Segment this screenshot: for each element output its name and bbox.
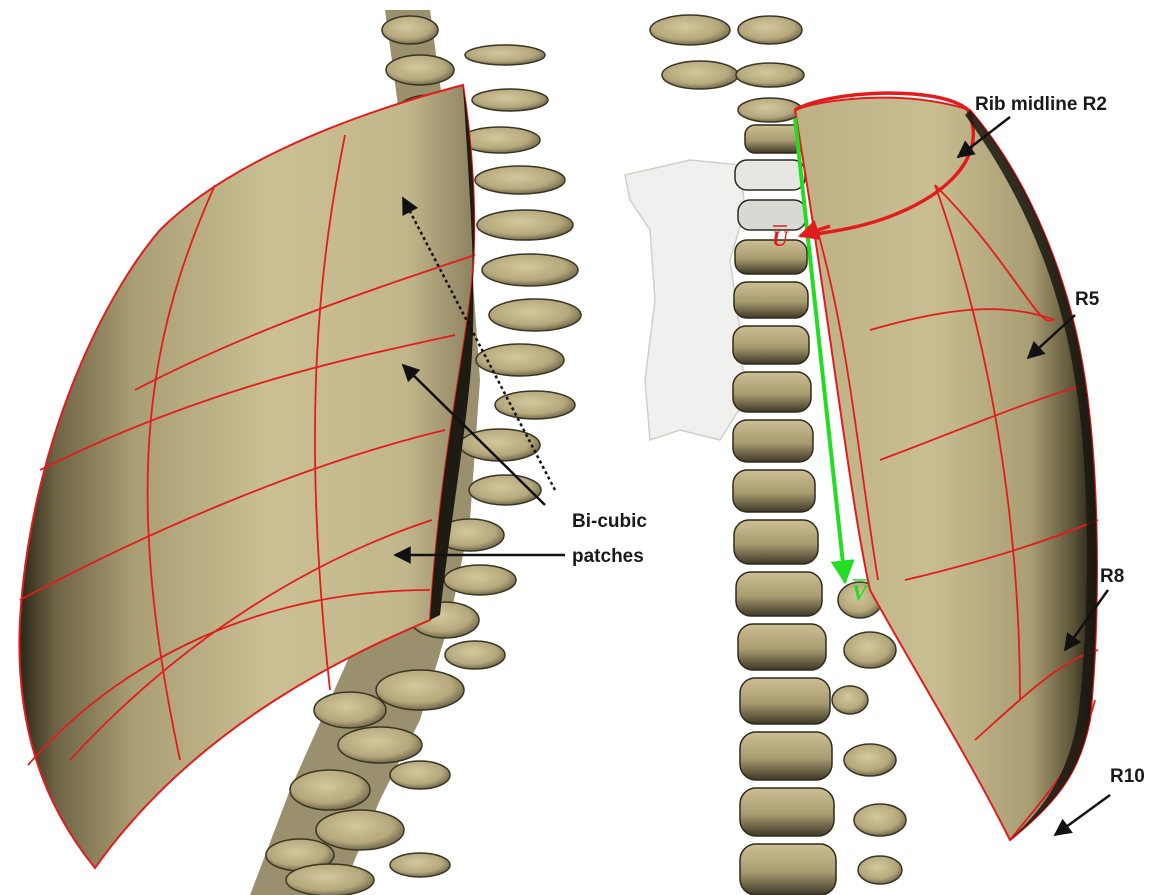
sternum: [625, 160, 745, 440]
bicubic-label: Bi-cubic: [572, 511, 647, 532]
r10-arrow: [1055, 795, 1110, 835]
patches-label: patches: [572, 546, 644, 567]
r8-label: R8: [1100, 566, 1124, 587]
u-vector-label: U: [772, 226, 789, 251]
rib-midline-r2-label: Rib midline R2: [975, 94, 1107, 115]
right-surface: [795, 93, 1098, 840]
r10-label: R10: [1110, 766, 1145, 787]
v-vector-label: V: [852, 580, 869, 605]
r5-label: R5: [1075, 289, 1100, 310]
